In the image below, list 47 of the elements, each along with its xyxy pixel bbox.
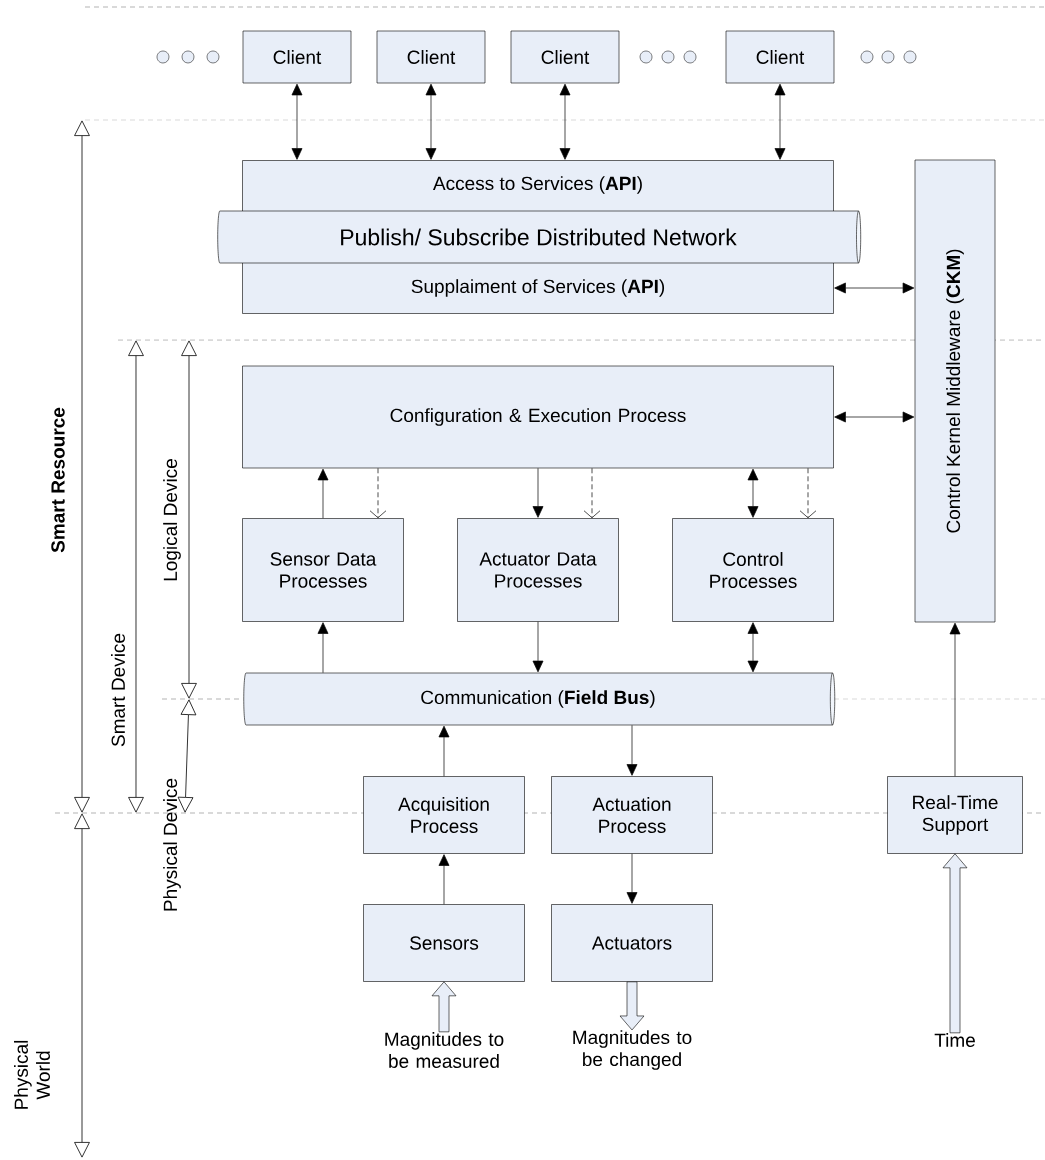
arrow [317,622,329,674]
arrow [799,467,817,519]
arrow [747,468,759,518]
arrow [626,853,638,904]
arrow [834,282,915,294]
process-box: Client [376,30,486,84]
process-box: Actuators [551,904,713,982]
arrow [949,622,961,777]
arrow [369,467,387,519]
process-box: Actuation Process [551,776,713,854]
process-box: Actuator Data Processes [457,518,619,622]
block-arrow [619,981,645,1031]
span-label: Physical Device [163,778,181,911]
process-box: Configuration & Execution Process [242,365,834,469]
input-text: Magnitudes to be measured [385,1032,504,1068]
arrow [425,83,437,160]
bus-pipe: Publish/ Subscribe Distributed Network [217,210,861,264]
arrow [747,622,759,673]
process-box: Client [725,30,835,84]
input-text: Time [934,1033,975,1047]
arrow [438,725,450,777]
process-box: Sensors [363,904,525,982]
arrow [583,467,601,519]
bus-pipe: Communication (Field Bus) [243,672,836,726]
span-label: Physical World [14,1040,50,1109]
arrow [532,621,544,673]
arrow [291,83,303,160]
block-arrow [942,853,968,1034]
arrow [438,854,450,905]
span-label: Smart Resource [51,407,65,553]
arrow [774,83,786,160]
process-box: Acquisition Process [363,776,525,854]
process-box: Control Processes [672,518,834,622]
middleware-box: Control Kernel Middleware (CKM) [914,159,996,623]
span-label: Logical Device [163,459,181,581]
arrow [317,468,329,519]
arrow [626,724,638,776]
process-box: Client [510,30,620,84]
span-label: Smart Device [111,633,125,747]
block-arrow [431,981,457,1033]
arrow [559,83,571,160]
process-box: Sensor Data Processes [242,518,404,622]
process-box: Client [242,30,352,84]
input-text: Magnitudes to be changed [573,1030,692,1070]
process-box: Real-Time Support [887,776,1023,854]
arrow [532,467,544,518]
arrow [834,411,915,423]
